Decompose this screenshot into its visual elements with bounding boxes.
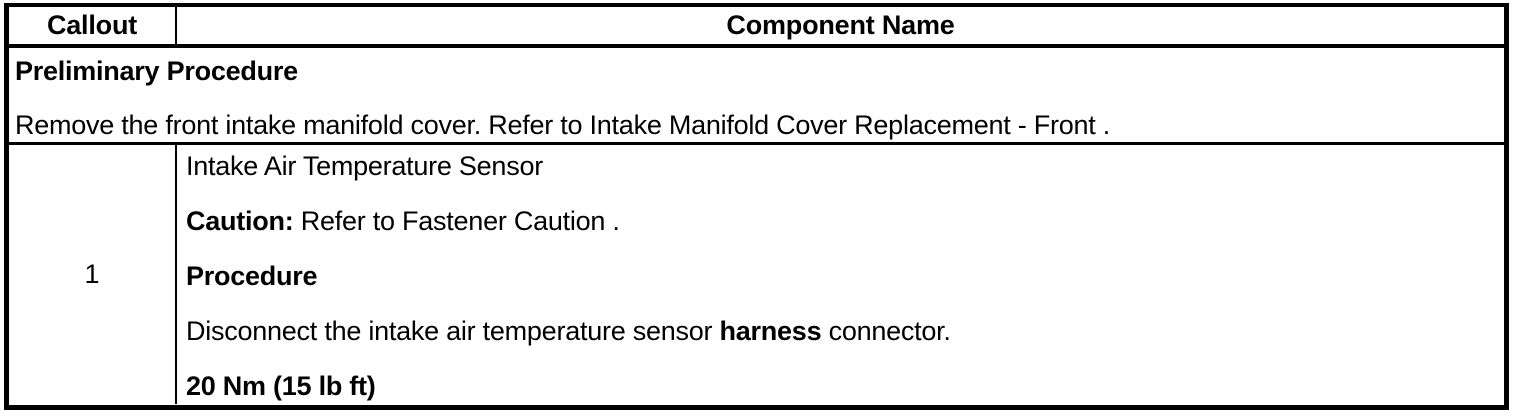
preliminary-procedure-text: Remove the front intake manifold cover. … [15,110,1111,140]
torque-specification: 20 Nm (15 lb ft) [186,371,376,401]
component-title: Intake Air Temperature Sensor [186,151,543,181]
table-row: 1 Intake Air Temperature Sensor Caution:… [9,145,1504,404]
procedure-step-text-part1: Disconnect the intake air temperature se… [186,316,720,346]
caution-text: Refer to Fastener Caution . [293,206,620,236]
procedure-step-text-part2: connector. [821,316,951,346]
table-header-row: Callout Component Name [9,7,1504,48]
caution-label: Caution: [186,206,294,236]
preliminary-procedure-heading: Preliminary Procedure [15,56,298,86]
preliminary-procedure-cell: Preliminary Procedure Remove the front i… [9,48,1504,142]
header-cell-callout: Callout [9,7,177,44]
caution-line: Caution: Refer to Fastener Caution . [186,208,620,235]
header-label-callout: Callout [46,10,138,40]
callout-number: 1 [84,259,100,289]
procedure-heading: Procedure [186,261,318,291]
procedure-step-text-emphasis: harness [719,316,822,346]
header-label-component-name: Component Name [726,10,955,40]
preliminary-procedure-row: Preliminary Procedure Remove the front i… [9,48,1504,145]
callout-number-cell: 1 [9,145,177,404]
procedure-step-text: Disconnect the intake air temperature se… [186,318,951,345]
procedure-table: Callout Component Name Preliminary Proce… [4,3,1509,410]
component-detail-cell: Intake Air Temperature Sensor Caution: R… [177,145,1504,404]
header-cell-component-name: Component Name [177,7,1504,44]
